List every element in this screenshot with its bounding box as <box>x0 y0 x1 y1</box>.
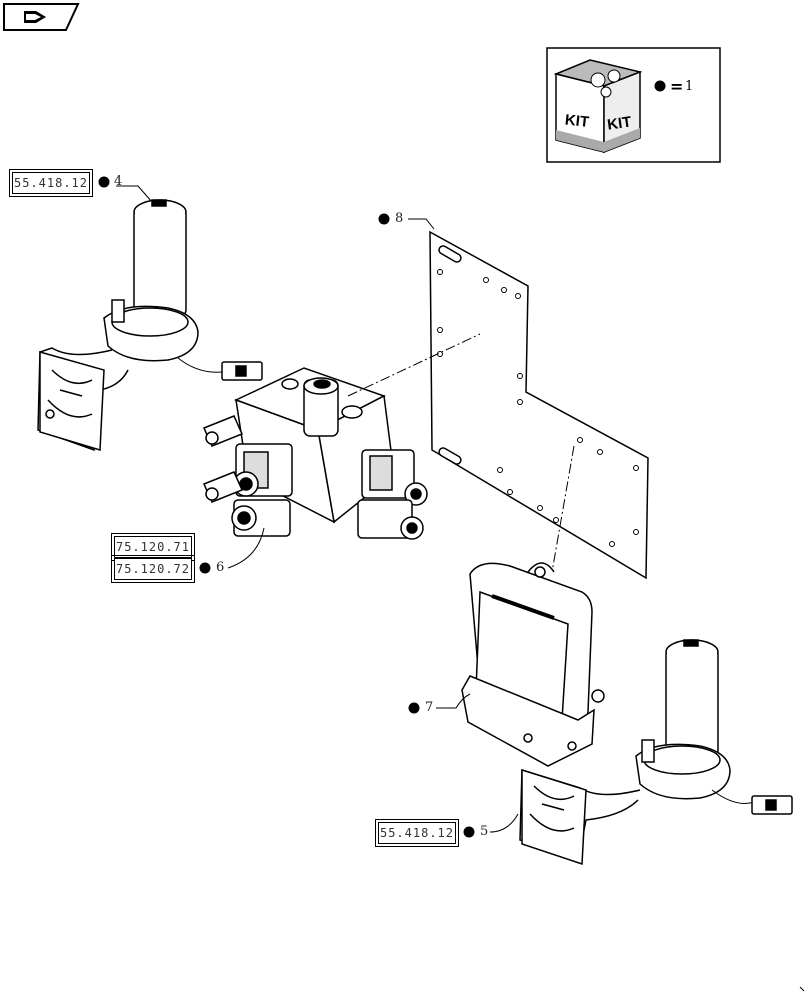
kit-label-right: KIT <box>606 114 632 134</box>
part-7-control-module <box>461 562 605 767</box>
nav-arrow-icon[interactable] <box>3 3 80 31</box>
part-5-filter-assembly <box>519 639 793 866</box>
callout-leaders <box>227 218 519 833</box>
callout-8: 8 <box>395 211 404 226</box>
ref-box-top-left[interactable]: 55.418.12 <box>9 169 93 197</box>
part-4-filter-assembly <box>37 185 263 452</box>
callout-7: 7 <box>425 700 434 715</box>
part-8-mounting-plate <box>429 230 649 580</box>
kit-label-left: KIT <box>564 111 590 130</box>
part-6-valve-block <box>202 367 428 540</box>
kit-bullet <box>654 80 666 92</box>
kit-number: 1 <box>685 79 693 94</box>
ref-box-mid-1[interactable]: 75.120.71 <box>111 533 195 561</box>
plate-holes <box>437 269 639 547</box>
corner-mark <box>799 986 805 992</box>
ref-box-bottom[interactable]: 55.418.12 <box>375 819 459 847</box>
ref-box-mid-2[interactable]: 75.120.72 <box>111 555 195 583</box>
callout-6: 6 <box>216 560 225 575</box>
callout-5: 5 <box>480 824 489 839</box>
kit-equals: = <box>670 77 683 96</box>
assembly-centerlines <box>347 333 575 573</box>
callout-4: 4 <box>114 174 123 189</box>
kit-box-icon <box>553 59 643 154</box>
callout-bullets <box>98 176 475 838</box>
